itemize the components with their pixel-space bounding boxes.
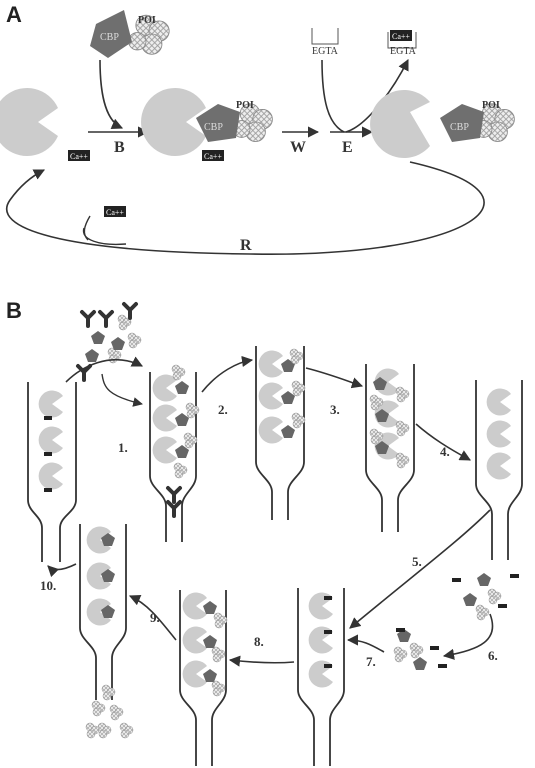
egta-tube: EGTA: [311, 28, 339, 57]
free-complex-step6: [452, 573, 519, 621]
step-9-label: 9.: [150, 610, 160, 625]
resin-eluted: [370, 90, 430, 158]
column-1: [27, 382, 77, 562]
column-8: [79, 524, 127, 700]
step-3-label: 3.: [330, 402, 340, 417]
ca-label-resin1: Ca++: [70, 152, 88, 161]
column-3: [255, 346, 306, 520]
cbp-poi-complex-released: CBP POI: [440, 100, 515, 143]
cbp-label-bound: CBP: [204, 122, 223, 133]
column-7: [179, 590, 228, 766]
step-8-label: 8.: [254, 634, 264, 649]
step-7-label: 7.: [366, 654, 376, 669]
poi-label-bound: POI: [236, 100, 254, 111]
step-b-label: B: [114, 139, 125, 156]
column-4: [365, 364, 415, 532]
egta-label-in: EGTA: [312, 46, 339, 57]
column-2: [149, 364, 200, 542]
step-5-label: 5.: [412, 554, 422, 569]
step-4-label: 4.: [440, 444, 450, 459]
cycle-arrows: [47, 355, 494, 667]
eluted-poi: [85, 684, 134, 739]
poi-label-free: POI: [138, 15, 156, 26]
lysate-input: [76, 302, 142, 382]
cbp-poi-complex-free: CBP POI: [90, 10, 170, 58]
free-complex-step7: [393, 628, 447, 670]
ca-label-resin2: Ca++: [204, 152, 222, 161]
step-2-label: 2.: [218, 402, 228, 417]
resin-bound: CBP POI Ca++: [141, 88, 273, 161]
resin-empty: Ca++: [0, 88, 90, 161]
column-6: [297, 588, 345, 766]
step-e-label: E: [342, 139, 353, 156]
cbp-label-released: CBP: [450, 122, 469, 133]
step-r-label: R: [240, 237, 252, 254]
egta-label-out: EGTA: [390, 46, 417, 57]
step-1-label: 1.: [118, 440, 128, 455]
poi-label-released: POI: [482, 100, 500, 111]
step-10-label: 10.: [40, 578, 56, 593]
step-6-label: 6.: [488, 648, 498, 663]
ca-label-egta: Ca++: [392, 32, 410, 41]
panel-b-label: B: [6, 298, 22, 323]
step-w-label: W: [290, 139, 306, 156]
panel-a-label: A: [6, 2, 22, 27]
column-5: [475, 380, 523, 560]
cbp-label-free: CBP: [100, 32, 119, 43]
egta-ca-tube: Ca++ EGTA: [387, 30, 417, 57]
ca-label-regen: Ca++: [106, 208, 124, 217]
